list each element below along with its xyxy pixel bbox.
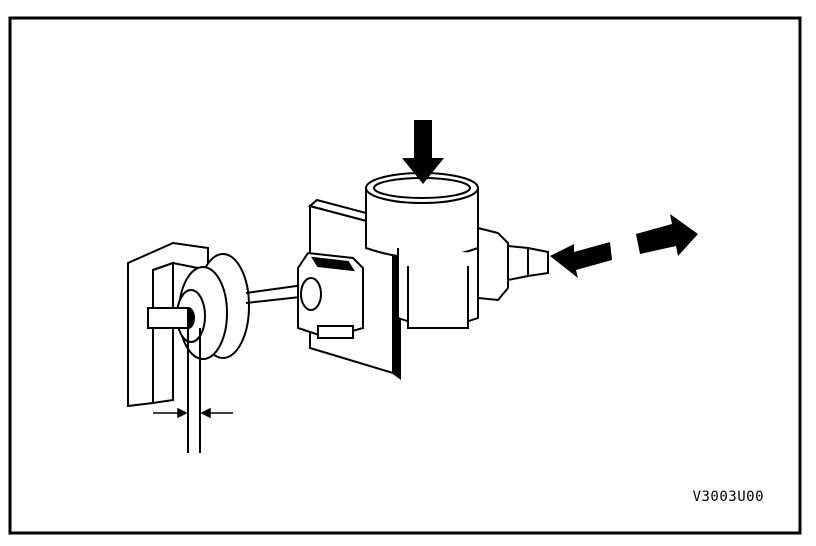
right-arrow bbox=[636, 214, 698, 256]
plunger-end bbox=[477, 226, 549, 302]
gauge-shaft bbox=[187, 328, 201, 453]
pulley-wheel bbox=[147, 253, 250, 360]
connector-plug bbox=[297, 251, 364, 340]
figure-code: V3003U00 bbox=[692, 489, 764, 505]
diagram-frame bbox=[8, 8, 808, 538]
press-down-arrow bbox=[402, 120, 444, 184]
mounting-bracket bbox=[127, 241, 209, 408]
diagram-border bbox=[8, 16, 802, 535]
diagram-canvas bbox=[8, 16, 802, 535]
gap-dimension-marks bbox=[153, 407, 233, 419]
cylinder-body bbox=[365, 172, 479, 329]
left-arrow bbox=[550, 242, 612, 278]
